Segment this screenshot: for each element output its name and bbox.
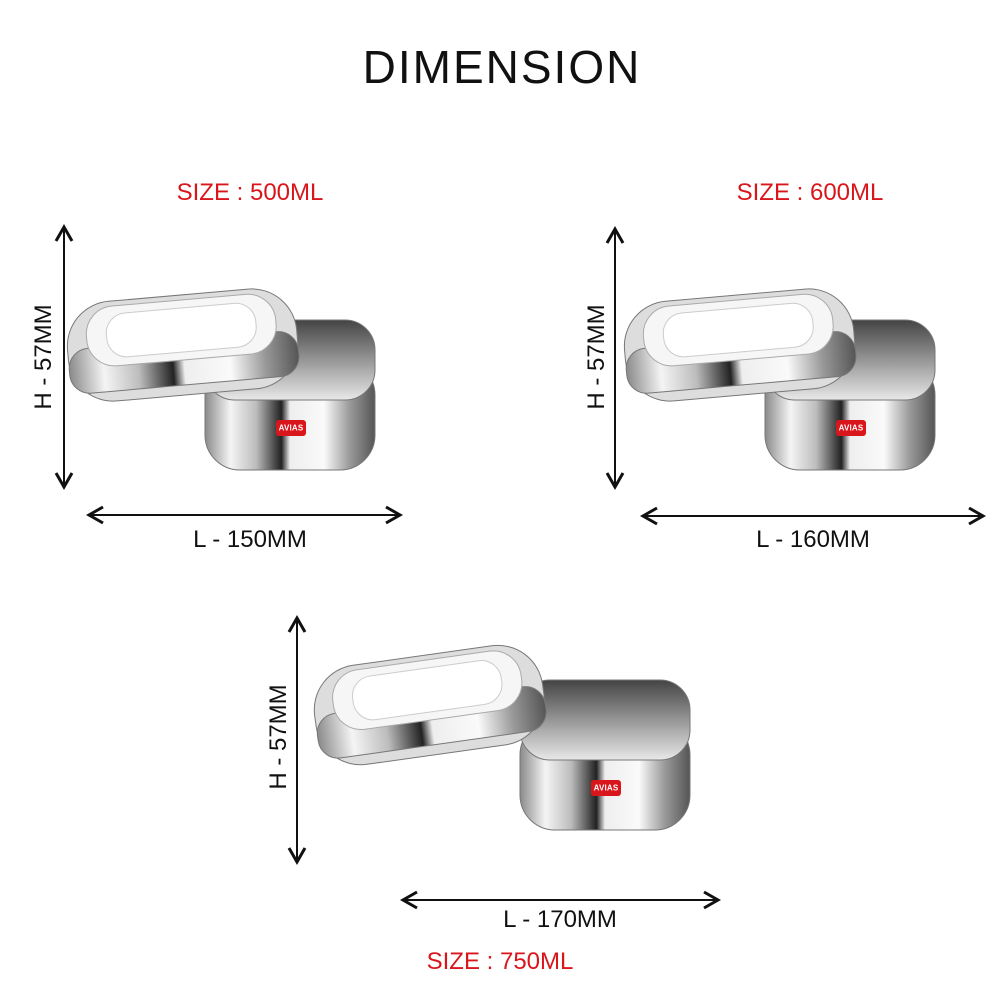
size-label-500ml: SIZE : 500ML: [176, 179, 324, 206]
product-600ml-image: [620, 284, 936, 471]
dimension-arrows: [54, 223, 987, 910]
length-label-2: L - 160MM: [756, 526, 870, 553]
page-title: DIMENSION: [362, 41, 642, 93]
product-500ml-image: [63, 284, 376, 471]
length-label-3: L - 170MM: [503, 906, 617, 933]
brand-logo-2: AVIAS: [838, 423, 864, 433]
height-label-3: H - 57MM: [265, 684, 292, 790]
height-label-1: H - 57MM: [30, 304, 57, 410]
length-label-1: L - 150MM: [193, 526, 307, 553]
brand-logo-1: AVIAS: [278, 423, 304, 433]
size-label-750ml: SIZE : 750ML: [426, 948, 574, 975]
brand-logo-3: AVIAS: [593, 783, 619, 793]
size-label-600ml: SIZE : 600ML: [736, 179, 884, 206]
product-750ml-image: [307, 639, 691, 831]
height-label-2: H - 57MM: [583, 304, 610, 410]
